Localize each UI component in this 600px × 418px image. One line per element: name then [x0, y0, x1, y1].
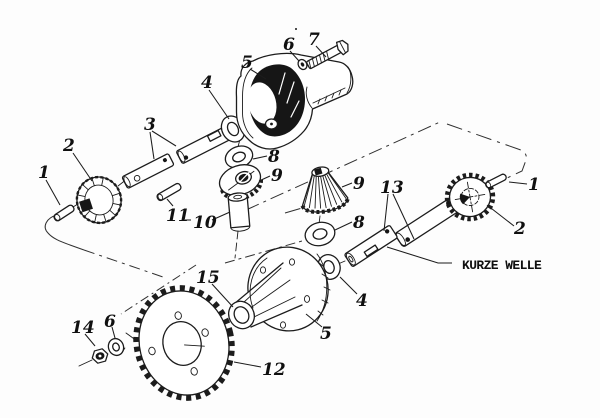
callout-11: 11 [166, 206, 190, 226]
square-bore [79, 198, 93, 213]
callout-15: 15 [196, 268, 220, 288]
callout-14: 14 [71, 318, 95, 338]
hex-nut [91, 348, 109, 364]
leader-lines [45, 45, 528, 368]
callout-labels: 1 2 3 4 5 6 7 8 9 10 11 9 8 13 1 2 4 5 1… [38, 30, 543, 380]
phantom-lines [44, 121, 527, 315]
callout-4-top: 4 [201, 73, 213, 93]
callout-3: 3 [144, 115, 156, 135]
phantom-sprocket-left [120, 264, 197, 315]
parts [53, 28, 507, 401]
cone-ribs [242, 267, 296, 319]
pin-right [485, 173, 507, 189]
callout-4-bottom: 4 [356, 291, 368, 311]
callout-8-right: 8 [352, 213, 365, 233]
phantom-mid-lower [224, 236, 317, 264]
callout-5-top: 5 [241, 53, 253, 73]
sprocket-holes [148, 311, 209, 376]
callout-7: 7 [308, 30, 320, 50]
phantom-left-bottom [83, 249, 164, 278]
callout-6-bottom: 6 [104, 312, 116, 332]
callout-13: 13 [380, 178, 404, 198]
callout-10: 10 [193, 213, 217, 233]
pin-left [53, 204, 75, 222]
neck-hatching [317, 89, 342, 105]
callout-9-right: 9 [353, 174, 365, 194]
bevel-teeth-lines [303, 172, 348, 209]
center-bore [162, 320, 202, 366]
flange-hatching [317, 261, 331, 316]
cavity-highlight [247, 82, 277, 124]
callout-1-left: 1 [38, 163, 50, 183]
square-bore [314, 167, 323, 176]
hub-shadow [459, 193, 470, 205]
flange-bolt-holes [259, 258, 311, 329]
washer-8-left [224, 145, 254, 169]
axle-housing-bottom [228, 246, 331, 332]
annotation-kurze-welle: KURZE WELLE [462, 258, 542, 273]
pinion-gear-left [218, 164, 263, 201]
callout-2-right: 2 [513, 219, 526, 239]
washer-8-right [304, 221, 336, 247]
roll-pin [156, 182, 182, 202]
phantom-hook-left [44, 214, 85, 251]
callout-8-left: 8 [267, 147, 280, 167]
callout-12: 12 [262, 360, 286, 380]
keyway [206, 129, 222, 142]
phantom-upper-diagonal [245, 121, 441, 211]
key-shaft-lower [121, 153, 175, 189]
lock-washer-bottom [107, 337, 126, 357]
short-shaft-small [344, 225, 398, 267]
bolt-threads [308, 50, 329, 69]
phantom-corner-right [446, 123, 527, 179]
bearing-bore [228, 300, 255, 330]
callout-1-right: 1 [528, 175, 540, 195]
chain-sprocket [133, 285, 235, 401]
spacer-bushing [227, 192, 251, 232]
ink-speck [295, 28, 297, 30]
gear-teeth-lines [76, 177, 122, 223]
callout-2-left: 2 [62, 136, 75, 156]
keyway [363, 244, 379, 258]
callout-9-left: 9 [271, 166, 283, 186]
bevel-gear-left [75, 175, 123, 225]
annotation-leader [386, 246, 452, 264]
callout-5-bottom: 5 [320, 324, 332, 344]
bevel-gear-right [300, 166, 350, 215]
axle-housing-top [235, 28, 354, 150]
callout-6-top: 6 [283, 35, 295, 55]
